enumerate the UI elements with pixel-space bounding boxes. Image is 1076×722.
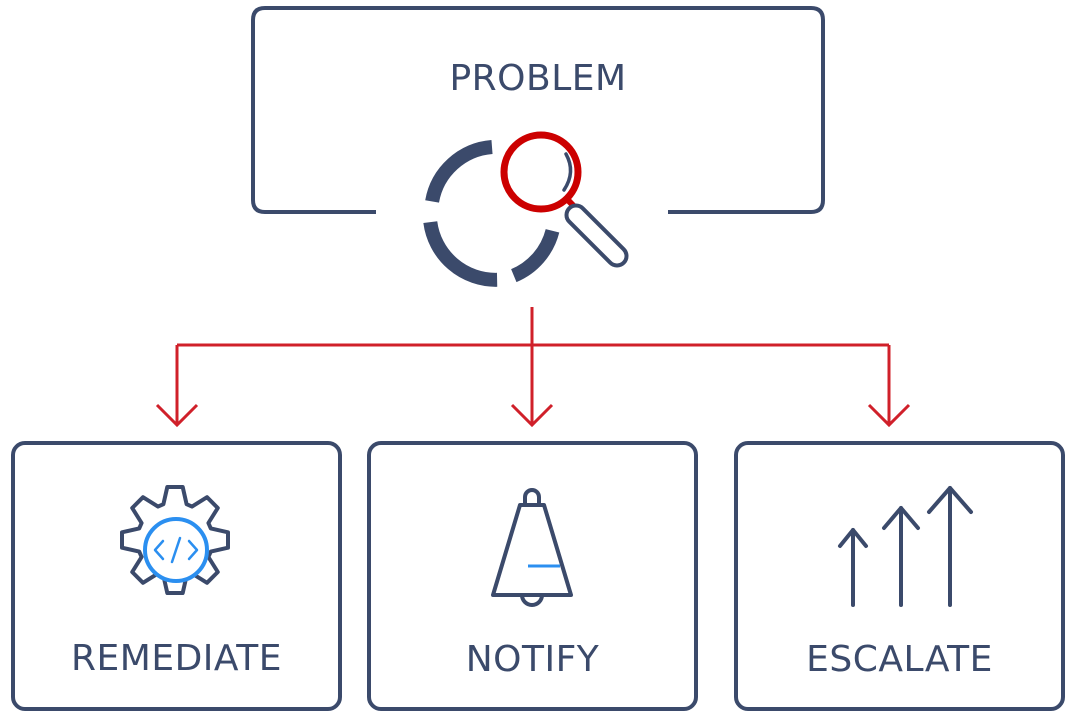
notify-label: NOTIFY (465, 639, 600, 680)
remediate-label: REMEDIATE (71, 638, 282, 679)
arrow-head-remediate (155, 403, 199, 428)
problem-box (251, 6, 825, 214)
notify-box (367, 441, 698, 711)
up-arrows-icon (838, 486, 973, 607)
remediate-box (11, 441, 342, 711)
cycle-magnifier-icon (423, 131, 629, 287)
gear-code-icon (120, 485, 230, 595)
arrow-head-notify (510, 403, 554, 428)
escalate-label: ESCALATE (806, 639, 993, 680)
connector-lines (175, 307, 891, 425)
escalate-box (734, 441, 1065, 711)
arrow-head-escalate (867, 403, 911, 428)
bell-icon (491, 488, 573, 607)
problem-label: PROBLEM (449, 58, 627, 99)
